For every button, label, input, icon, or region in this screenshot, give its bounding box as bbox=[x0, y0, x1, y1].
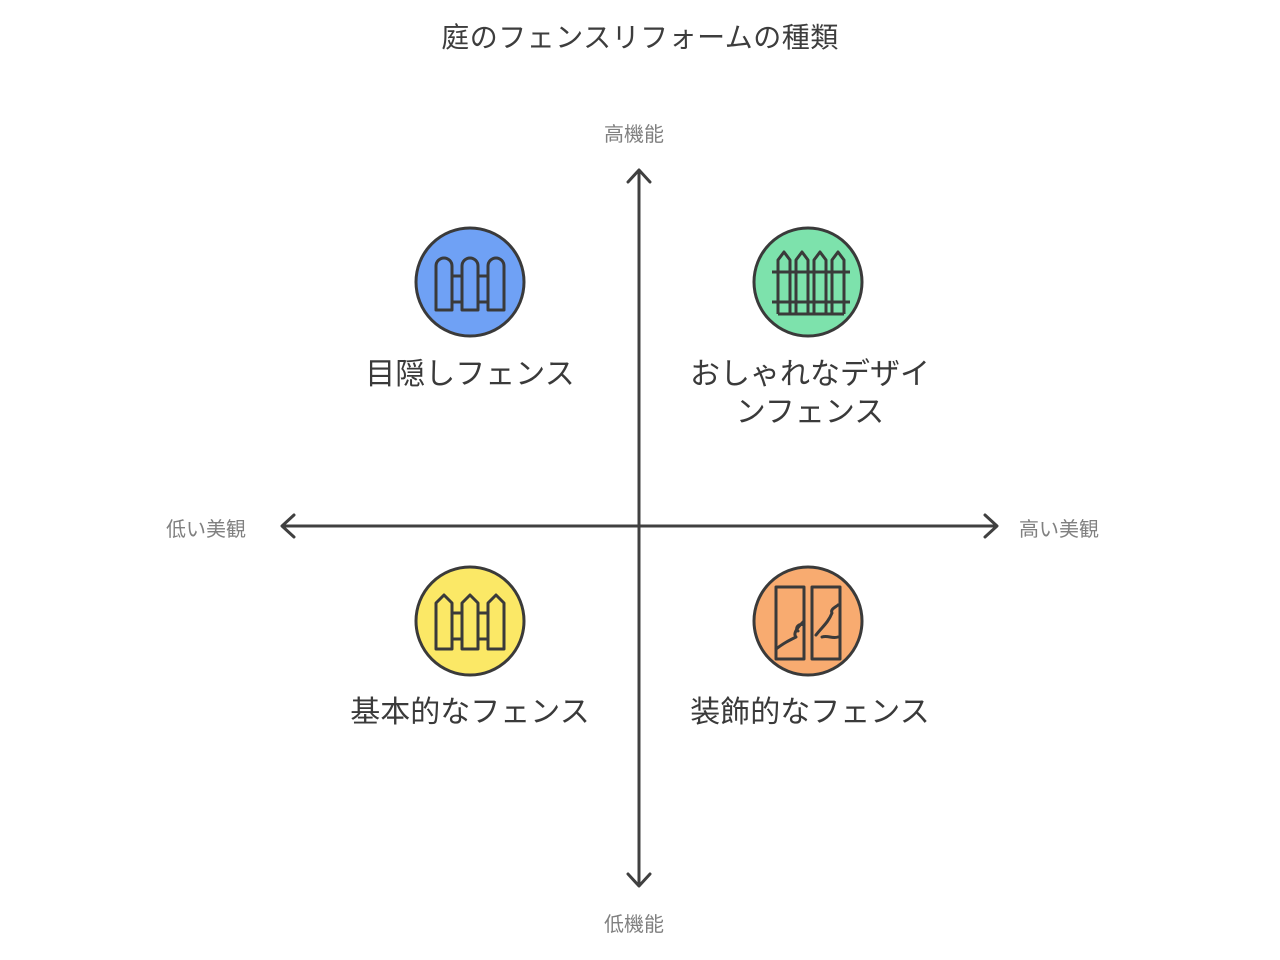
arrow-right-icon bbox=[983, 513, 999, 539]
arrow-down-icon bbox=[626, 872, 652, 888]
quadrant-label-bottom-left: 基本的なフェンス bbox=[350, 695, 590, 730]
arrow-left-icon bbox=[280, 513, 296, 539]
quadrant-label-top-left: 目隠しフェンス bbox=[365, 357, 575, 392]
decorative-panel-icon bbox=[752, 565, 864, 677]
picket-fence-icon bbox=[752, 226, 864, 338]
axis-label-bottom: 低機能 bbox=[604, 912, 664, 936]
pointed-fence-icon bbox=[414, 565, 526, 677]
arrow-up-icon bbox=[626, 168, 652, 184]
axis-label-left: 低い美観 bbox=[166, 517, 246, 541]
label-line-2: ンフェンス bbox=[735, 395, 885, 430]
rounded-fence-icon bbox=[414, 226, 526, 338]
quadrant-label-bottom-right: 装飾的なフェンス bbox=[690, 695, 930, 730]
quadrant-label-top-right: おしゃれなデザイ ンフェンス bbox=[670, 356, 950, 432]
axis-label-right: 高い美観 bbox=[1019, 517, 1099, 541]
diagram-title: 庭のフェンスリフォームの種類 bbox=[441, 21, 839, 54]
label-line-1: おしゃれなデザイ bbox=[690, 357, 930, 392]
axis-label-top: 高機能 bbox=[604, 122, 664, 146]
